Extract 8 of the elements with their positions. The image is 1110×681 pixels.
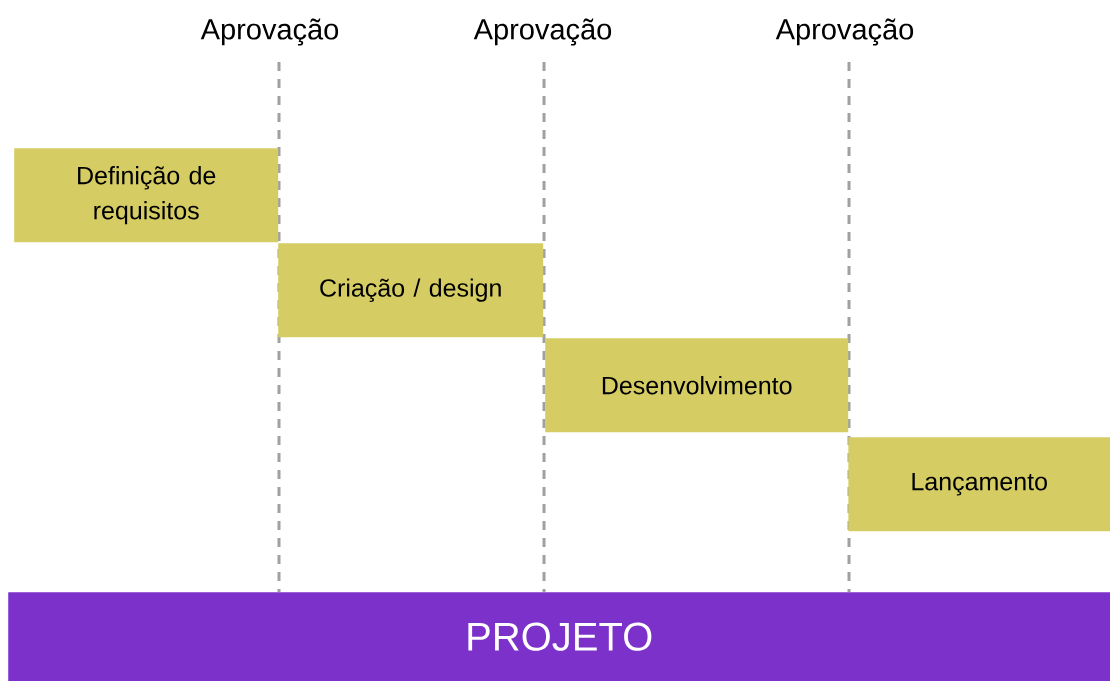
phase-box: Lançamento bbox=[848, 437, 1110, 532]
approval-label: Aprovação bbox=[473, 18, 612, 46]
phase-box: Criação / design bbox=[278, 243, 544, 338]
approval-label: Aprovação bbox=[775, 18, 914, 46]
approval-label: Aprovação bbox=[200, 18, 339, 46]
project-band: PROJETO bbox=[8, 592, 1110, 681]
phase-box: Desenvolvimento bbox=[545, 338, 849, 433]
phase-box: Definição de requisitos bbox=[14, 148, 279, 243]
